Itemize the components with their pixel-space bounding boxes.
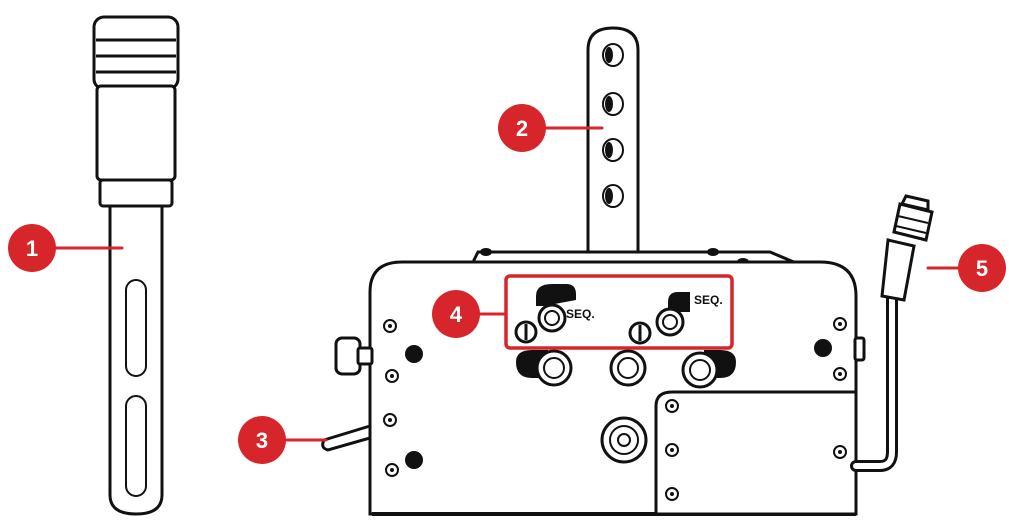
- plate-hole: [602, 138, 624, 162]
- callout-5: 5: [958, 244, 1006, 292]
- sequential-lever: [321, 423, 372, 452]
- seq-screw-right: [628, 321, 652, 345]
- plate-hole: [602, 92, 624, 116]
- callout-2: 2: [498, 104, 546, 152]
- lever-mounting-plate: [586, 26, 640, 264]
- adjustment-bolts: [516, 349, 736, 389]
- seq-label-right: SEQ.: [694, 293, 723, 307]
- shifter-body: [334, 248, 866, 516]
- shift-lever-rod: [92, 15, 180, 516]
- callout-3: 3: [238, 416, 286, 464]
- svg-text:3: 3: [256, 428, 268, 453]
- callout-1: 1: [8, 224, 56, 272]
- side-adjust-knob: [334, 336, 374, 376]
- seq-screw-left: [514, 320, 538, 344]
- usb-cable: [850, 194, 934, 472]
- svg-text:4: 4: [450, 302, 463, 327]
- callout-4: 4: [432, 290, 480, 338]
- seq-highlight-box: [504, 274, 734, 350]
- lower-right-panel: [654, 390, 858, 516]
- plate-hole: [602, 43, 624, 67]
- seq-adjustment-area: SEQ. SEQ.: [504, 274, 734, 350]
- svg-text:5: 5: [976, 256, 988, 281]
- svg-text:1: 1: [26, 236, 38, 261]
- housing-screws: [383, 317, 847, 477]
- seq-label-left: SEQ.: [566, 307, 595, 321]
- cable-connector: [880, 194, 934, 302]
- plate-hole: [602, 184, 624, 208]
- svg-text:2: 2: [516, 116, 528, 141]
- center-round-button: [600, 416, 648, 464]
